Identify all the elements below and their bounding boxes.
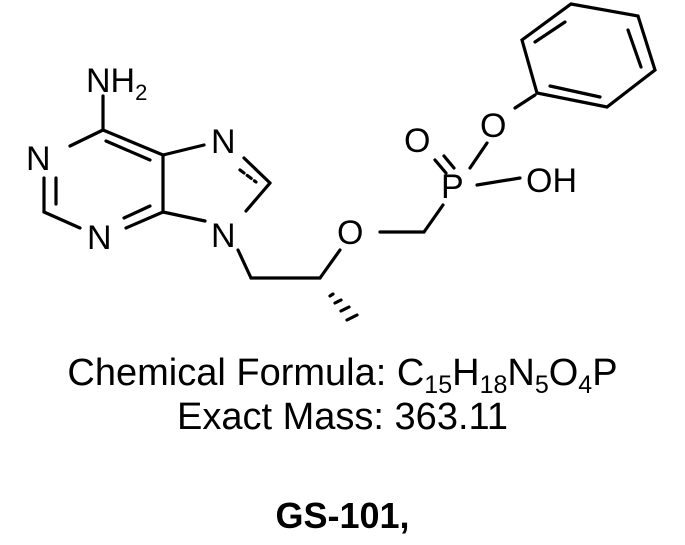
phosphorus-label: P bbox=[441, 168, 464, 206]
n1-label: N bbox=[26, 140, 51, 178]
chemical-formula: Chemical Formula: C15H18N5O4P bbox=[67, 352, 618, 399]
exact-mass: Exact Mass: 363.11 bbox=[0, 394, 685, 440]
compound-name: GS-101, bbox=[275, 495, 410, 536]
mass-label: Exact Mass: bbox=[177, 396, 395, 438]
purine-ring bbox=[42, 94, 272, 230]
n9-label: N bbox=[211, 217, 236, 255]
hashed-wedge-bond bbox=[328, 292, 359, 322]
side-chain bbox=[236, 93, 537, 322]
amine-label: NH2 bbox=[86, 62, 147, 105]
n7-label: N bbox=[211, 123, 236, 161]
formula-label: Chemical Formula: bbox=[67, 352, 397, 394]
oxo-oxygen-label: O bbox=[404, 122, 430, 160]
chemical-structure: NH2 N N N N O P O O OH bbox=[26, 2, 657, 322]
ether-oxygen-label: O bbox=[337, 214, 363, 252]
phenyl-ring bbox=[520, 2, 657, 109]
hydroxyl-label: OH bbox=[526, 162, 577, 200]
n3-label: N bbox=[87, 219, 112, 257]
mass-value: 363.11 bbox=[394, 396, 508, 438]
ester-oxygen-label: O bbox=[480, 107, 506, 145]
